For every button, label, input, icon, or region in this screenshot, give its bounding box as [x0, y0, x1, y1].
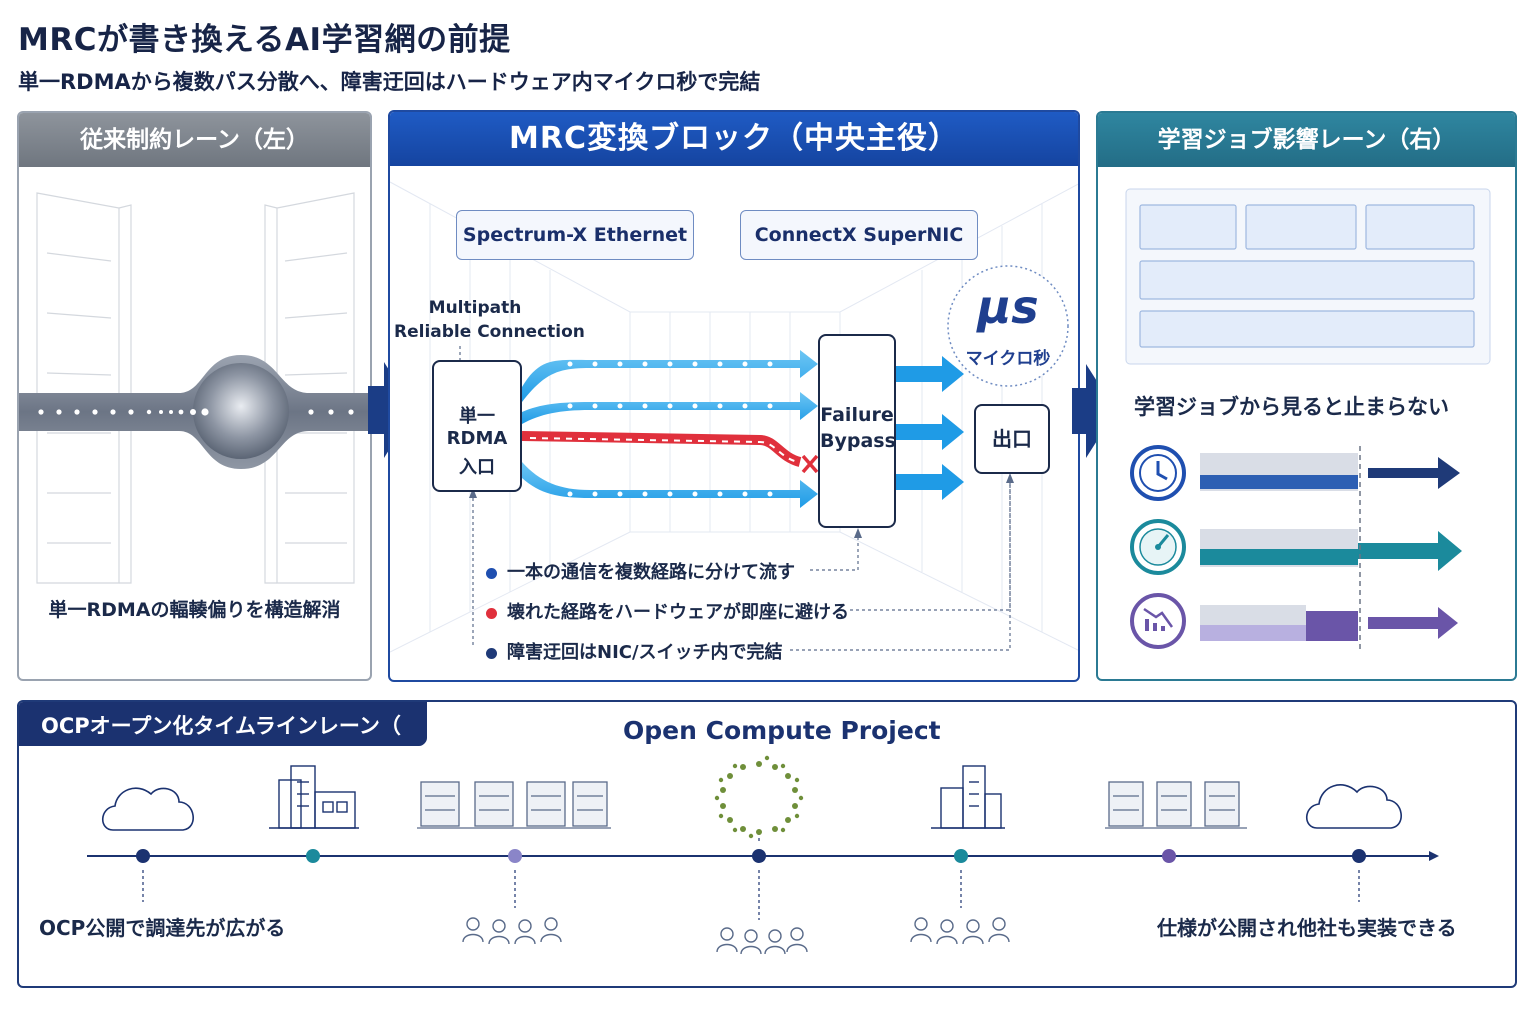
server-rack-icons — [420, 781, 1240, 827]
legend-item-bypass: 壊れた経路をハードウェアが即座に避ける — [486, 598, 849, 624]
legend-dot-blue — [486, 567, 497, 579]
legend-text-bypass: 壊れた経路をハードウェアが即座に避ける — [507, 602, 849, 623]
page-title: MRCが書き換えるAI学習網の前提 — [18, 22, 511, 58]
stall-bar-fill — [1306, 611, 1358, 641]
rdma-entry-node: 単一RDMA 入口 — [432, 360, 522, 492]
community-wreath-icon — [714, 755, 804, 839]
entry-label-line1: 単一RDMA — [446, 406, 508, 449]
ocp-caption-right: 仕様が公開され他社も実装できる — [1157, 916, 1457, 940]
bypass-label-line2: Bypass — [820, 430, 896, 452]
legacy-lane-caption: 単一RDMAの輻輳偏りを構造解消 — [48, 599, 341, 621]
ocp-caption-left: OCP公開で調達先が広がる — [39, 916, 286, 940]
ocp-timeline — [19, 702, 1439, 955]
bypass-pointer — [854, 528, 862, 538]
cloud-icon-right — [1305, 784, 1402, 829]
exit-node: 出口 — [974, 404, 1050, 474]
stall-bar-light — [1200, 625, 1306, 641]
legend-item-hardware: 障害迂回はNIC/スイッチ内で完結 — [486, 638, 783, 664]
ocp-timeline-lane: OCPオープン化タイムラインレーン（ Open Compute Project … — [17, 700, 1517, 988]
latency-arrow — [1368, 457, 1460, 489]
job-impact-caption: 学習ジョブから見ると止まらない — [1134, 395, 1449, 419]
failure-bypass-node: Failure Bypass — [818, 334, 896, 528]
microsecond-label: マイクロ秒 — [965, 349, 1051, 369]
legacy-illustration — [19, 192, 370, 584]
people-group-icon-right — [910, 917, 1010, 945]
ocp-lane-tab — [19, 702, 427, 746]
legend-item-multipath: 一本の通信を複数経路に分けて流す — [486, 558, 795, 584]
microsecond-symbol: μs — [977, 280, 1039, 334]
dashboard-tiles — [1139, 204, 1475, 348]
page-subtitle: 単一RDMAから複数パス分散へ、障害迂回はハードウェア内マイクロ秒で完結 — [18, 70, 761, 94]
server-rack-left — [36, 192, 132, 584]
transition-arrow-right — [1072, 364, 1116, 458]
mrc-block-title: MRC変換ブロック（中央主役） — [390, 112, 1078, 166]
legend-dot-navy — [486, 647, 497, 659]
clock-icon — [1130, 445, 1186, 501]
latency-bar-fill — [1200, 475, 1358, 489]
legacy-lane-title: 従来制約レーン（左） — [19, 113, 370, 167]
entry-label-line2: 入口 — [459, 457, 495, 478]
legend-text-multipath: 一本の通信を複数経路に分けて流す — [507, 562, 795, 583]
mrc-conversion-block: MRC変換ブロック（中央主役） Spectrum-X Ethernet Conn… — [388, 110, 1080, 682]
decline-chart-icon — [1130, 593, 1186, 649]
timeline-ticks — [142, 832, 1360, 920]
cloud-icon — [101, 787, 194, 831]
legend-dot-red — [486, 607, 497, 619]
bypass-label-line1: Failure — [820, 404, 894, 426]
bypass-output-arrows — [896, 356, 964, 500]
entry-pointer — [469, 488, 477, 498]
people-group-icon — [462, 917, 562, 945]
server-rack-lines — [417, 795, 1247, 829]
mrc-label-line1: Multipath — [428, 298, 522, 318]
broken-route — [521, 431, 819, 474]
legend-connectors — [459, 346, 1011, 651]
connectx-chip: ConnectX SuperNIC — [740, 210, 978, 260]
mrc-label-line2: Reliable Connection — [394, 322, 585, 342]
exit-pointer — [1006, 473, 1014, 483]
server-rack-right — [264, 192, 355, 584]
training-job-impact-lane: 学習ジョブ影響レーン（右） 学習ジョブから見ると止まらない — [1096, 111, 1517, 681]
gauge-icon — [1130, 519, 1186, 575]
timeline-arrowhead — [1429, 851, 1439, 861]
job-impact-lane-title: 学習ジョブ影響レーン（右） — [1098, 113, 1515, 167]
congestion-bulge — [193, 363, 289, 459]
multipath-routes — [522, 350, 818, 508]
throughput-bar-fill — [1200, 549, 1358, 565]
stall-arrow — [1368, 607, 1458, 639]
throughput-arrow — [1358, 531, 1462, 571]
legacy-constraint-lane: 従来制約レーン（左） 単一RDMAの輻輳偏りを構造解消 — [17, 111, 372, 681]
job-impact-illustration — [1125, 188, 1491, 653]
microsecond-badge — [947, 265, 1069, 387]
traffic-dots — [38, 408, 354, 416]
building-icon — [269, 765, 359, 829]
people-group-icon-center — [716, 927, 808, 955]
ocp-project-name: Open Compute Project — [623, 716, 941, 745]
legend-text-hardware: 障害迂回はNIC/スイッチ内で完結 — [507, 642, 783, 663]
ocp-lane-title: OCPオープン化タイムラインレーン（ — [41, 714, 401, 738]
spectrum-x-chip: Spectrum-X Ethernet — [456, 210, 694, 260]
timeline-markers — [136, 849, 1366, 863]
building-icon-right — [931, 765, 1005, 829]
